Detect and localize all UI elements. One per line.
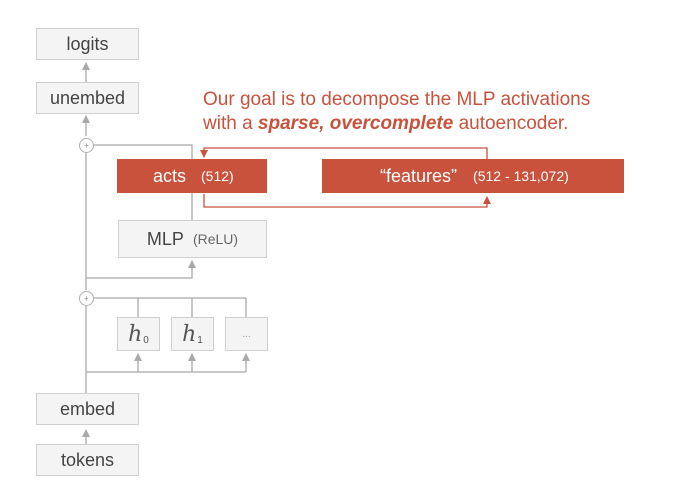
head-more-ellipsis: ... (242, 328, 251, 340)
acts-box: acts (512) (117, 159, 267, 193)
tokens-label: tokens (60, 449, 115, 470)
arrow-features-to-acts (200, 147, 488, 161)
head-1-subscript: 1 (197, 334, 203, 346)
residual-add-node-upper: + (79, 138, 94, 153)
features-dimension: (512 - 131,072) (473, 168, 569, 184)
mlp-label: MLP (146, 228, 184, 249)
acts-label: acts (153, 165, 187, 186)
unembed-box: unembed (36, 82, 139, 114)
goal-line-2: with a sparse, overcomplete autoencoder. (203, 112, 663, 136)
embed-box: embed (36, 393, 139, 425)
goal-annotation: Our goal is to decompose the MLP activat… (203, 88, 663, 136)
mlp-activation-note: (ReLU) (192, 231, 239, 247)
plus-symbol-upper: + (84, 140, 89, 150)
arrow-acts-to-features (203, 194, 491, 208)
mlp-box: MLP (ReLU) (118, 220, 267, 258)
head-0-subscript: 0 (143, 334, 149, 346)
goal-line-2-emphasis: sparse, overcomplete (257, 113, 454, 134)
goal-line-2-suffix: autoencoder. (453, 113, 569, 134)
features-box: “features” (512 - 131,072) (322, 159, 624, 193)
head-0-symbol: h (128, 321, 143, 347)
mlp-output-to-residual (93, 144, 193, 220)
attention-head-more: ... (225, 317, 268, 351)
embed-label: embed (59, 398, 116, 419)
head-1-symbol: h (182, 321, 197, 347)
residual-add-node-lower: + (79, 291, 94, 306)
goal-line-1: Our goal is to decompose the MLP activat… (203, 89, 591, 110)
arrow-into-mlp (86, 260, 196, 279)
features-label: “features” (380, 165, 458, 186)
tokens-box: tokens (36, 444, 139, 476)
logits-box: logits (36, 28, 139, 60)
goal-line-2-prefix: with a (203, 113, 258, 134)
unembed-label: unembed (49, 87, 126, 108)
logits-label: logits (66, 33, 109, 54)
acts-dimension: (512) (201, 168, 234, 184)
plus-symbol-lower: + (84, 293, 89, 303)
